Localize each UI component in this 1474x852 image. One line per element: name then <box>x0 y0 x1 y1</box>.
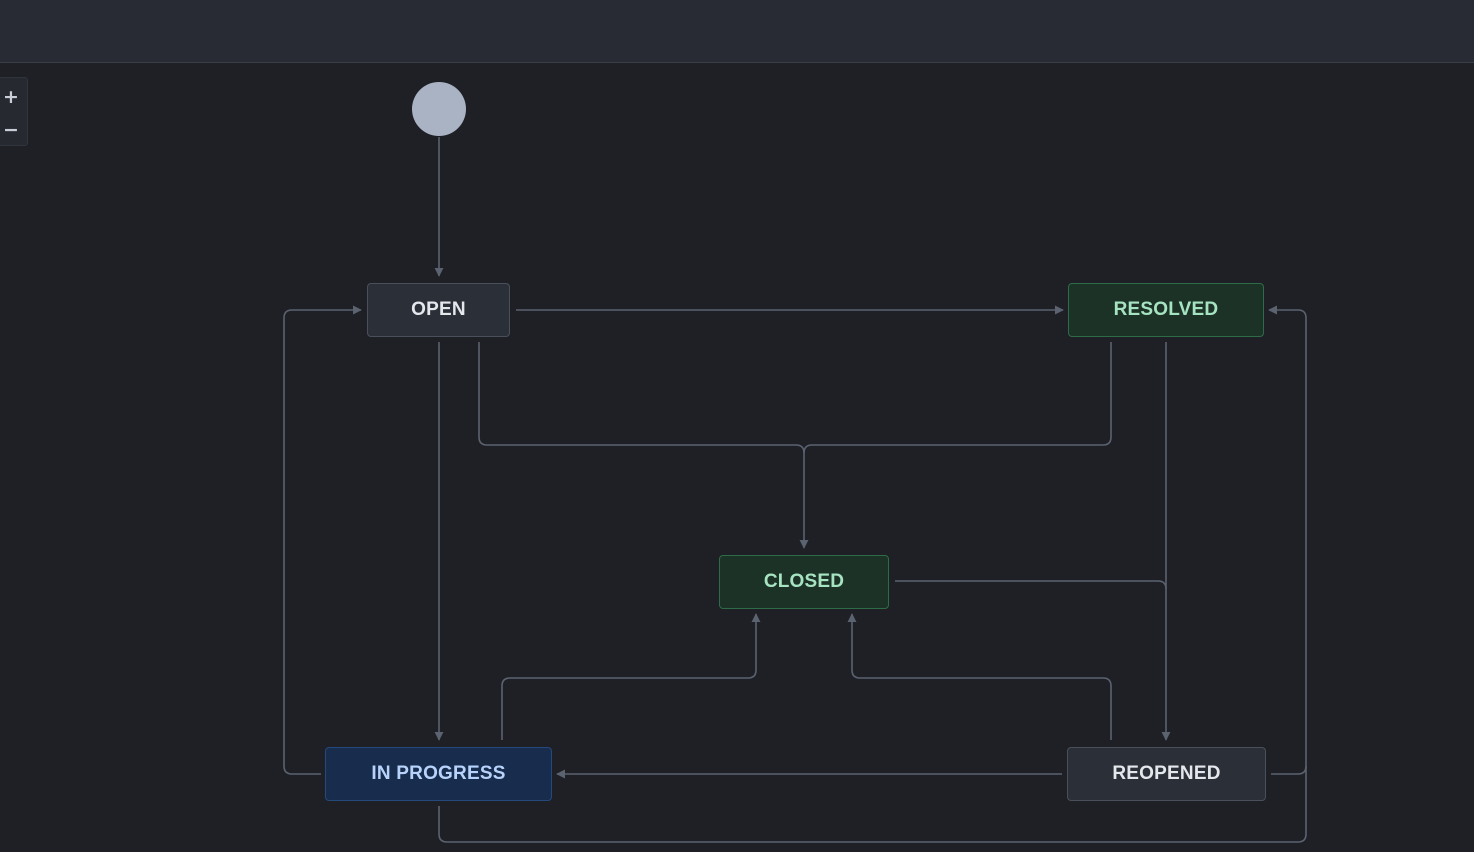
zoom-controls: + − <box>0 77 28 146</box>
state-open[interactable]: OPEN <box>367 283 510 337</box>
start-node[interactable] <box>412 82 466 136</box>
zoom-in-button[interactable]: + <box>3 86 19 108</box>
transition-in-progress-to-resolved[interactable] <box>438 766 1307 843</box>
state-resolved-label: RESOLVED <box>1113 299 1219 320</box>
state-open-label: OPEN <box>411 299 466 320</box>
transition-open-to-closed[interactable] <box>478 342 809 549</box>
zoom-out-button[interactable]: − <box>3 119 19 141</box>
transition-resolved-to-closed[interactable] <box>803 342 1112 454</box>
transitions <box>283 137 1307 843</box>
state-in-progress[interactable]: IN PROGRESS <box>325 747 552 801</box>
state-in-progress-label: IN PROGRESS <box>371 763 506 784</box>
transition-closed-to-reopened[interactable] <box>895 580 1167 590</box>
state-reopened[interactable]: REOPENED <box>1067 747 1266 801</box>
top-toolbar <box>0 0 1474 63</box>
state-closed-label: CLOSED <box>763 571 845 592</box>
transition-reopened-to-closed[interactable] <box>847 613 1112 740</box>
transition-in-progress-to-closed[interactable] <box>501 613 761 740</box>
transition-reopened-to-resolved[interactable] <box>1268 305 1307 775</box>
state-resolved[interactable]: RESOLVED <box>1068 283 1264 337</box>
state-reopened-label: REOPENED <box>1112 763 1221 784</box>
transition-in-progress-to-open[interactable] <box>283 305 362 775</box>
state-closed[interactable]: CLOSED <box>719 555 889 609</box>
